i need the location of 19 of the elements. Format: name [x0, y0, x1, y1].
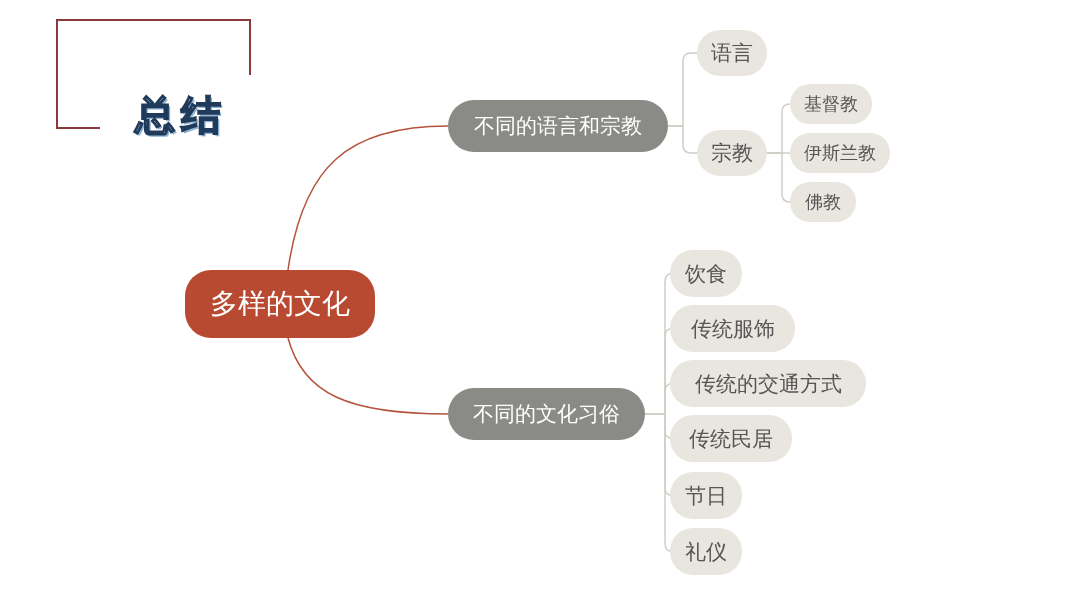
- connector-line: [766, 152, 791, 203]
- subtopic-pill: 传统服饰: [670, 305, 795, 352]
- subtopic-pill: 佛教: [790, 182, 856, 222]
- connector-line: [287, 125, 449, 271]
- title: 总结: [135, 90, 227, 140]
- central-topic: 多样的文化: [185, 270, 375, 338]
- subtopic-pill: 节日: [670, 472, 742, 519]
- subtopic-pill: 语言: [697, 30, 767, 76]
- subtopic-pill: 礼仪: [670, 528, 742, 575]
- subtopic-pill: 宗教: [697, 130, 767, 176]
- subtopic-pill: 传统的交通方式: [670, 360, 866, 407]
- subtopic-pill: 伊斯兰教: [790, 133, 890, 173]
- branch-topic: 不同的文化习俗: [448, 388, 645, 440]
- connector-line: [287, 337, 449, 415]
- subtopic-pill: 传统民居: [670, 415, 792, 462]
- connector-line: [667, 125, 698, 154]
- subtopic-pill: 基督教: [790, 84, 872, 124]
- subtopic-pill: 饮食: [670, 250, 742, 297]
- branch-topic: 不同的语言和宗教: [448, 100, 668, 152]
